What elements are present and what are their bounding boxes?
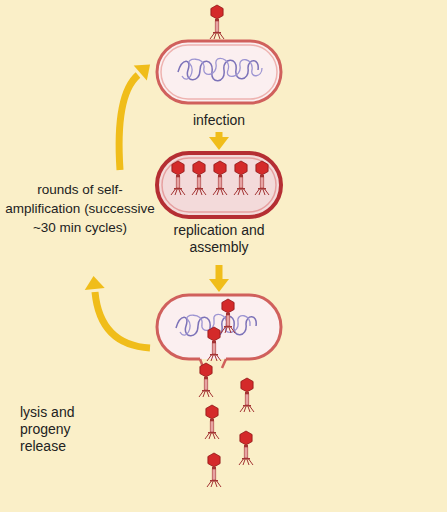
stage-label: replication and assembly (169, 222, 269, 256)
phage (210, 5, 224, 39)
phage (255, 161, 269, 195)
bacterium (157, 41, 281, 103)
bacterium (157, 153, 281, 217)
phage (171, 161, 185, 195)
phage (199, 363, 213, 397)
arrow-shaft (119, 75, 138, 170)
cycle-stage: infection (150, 36, 288, 132)
phage (240, 378, 254, 412)
arrow-shaft (216, 132, 223, 137)
lysed-bacterium (157, 295, 281, 359)
arrow-head (85, 276, 105, 290)
phage (213, 161, 227, 195)
phage (239, 431, 253, 465)
bacterial-dna (182, 58, 262, 79)
phage (234, 161, 248, 195)
arrow-label: rounds of self-amplification (successive… (0, 180, 160, 237)
bacterium-membrane (162, 158, 276, 212)
cycle-arrow (209, 265, 229, 292)
phage (207, 453, 221, 487)
arrow-shaft (216, 265, 223, 279)
phage (205, 405, 219, 439)
phage (192, 161, 206, 195)
cycle-stage: replication and assembly (150, 150, 288, 265)
phage (207, 327, 221, 361)
cycle-stage: lysis and progeny release (150, 292, 288, 472)
phage (221, 299, 235, 333)
stage-label: lysis and progeny release (20, 404, 105, 455)
arrow-head (134, 65, 150, 81)
arrow-shaft (95, 292, 150, 348)
arrow-head (209, 137, 229, 150)
arrow-head (209, 279, 229, 292)
stage-label: infection (150, 112, 288, 129)
bacterium-membrane (161, 45, 277, 99)
cycle-arrow (209, 132, 229, 150)
